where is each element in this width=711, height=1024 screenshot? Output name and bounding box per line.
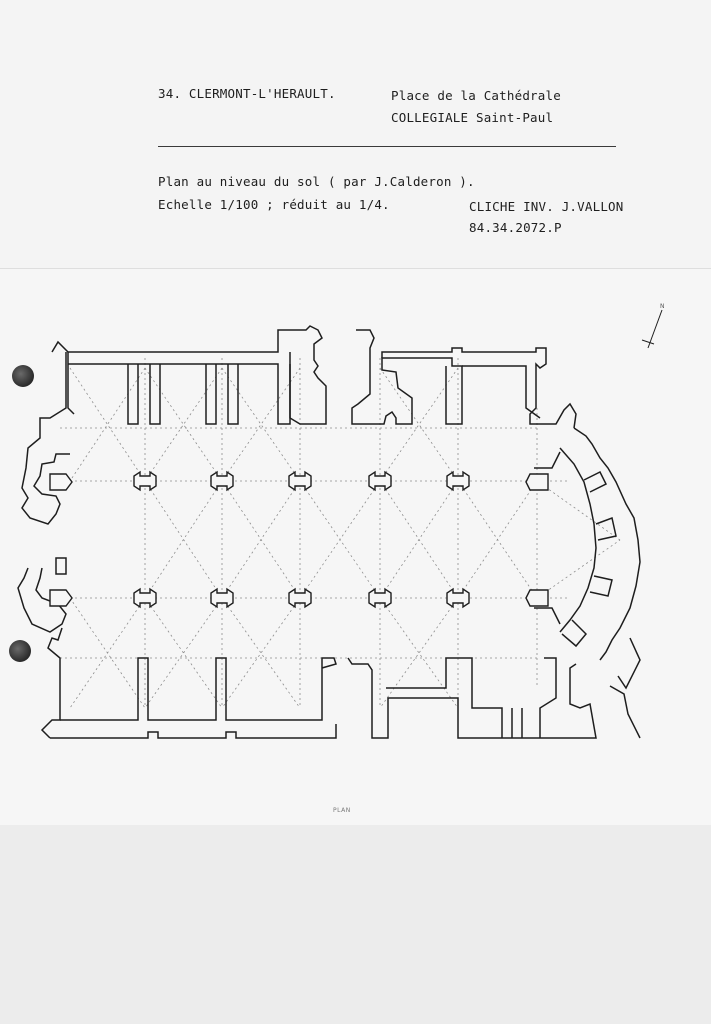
photo-credit: CLICHE INV. J.VALLON (469, 199, 624, 214)
floor-plan-drawing: N (17, 303, 665, 739)
wall-outlines (17, 325, 641, 739)
location-label: 34. CLERMONT-L'HERAULT. (158, 86, 336, 101)
header-divider (158, 146, 616, 147)
north-arrow (641, 309, 663, 349)
north-arrow-label: N (660, 303, 665, 310)
piers (49, 470, 549, 609)
address-label: Place de la Cathédrale (391, 88, 561, 103)
punch-hole-bottom (9, 640, 31, 662)
plan-panel (0, 268, 711, 826)
photo-number: 84.34.2072.P (469, 220, 562, 235)
plan-description: Plan au niveau du sol ( par J.Calderon )… (158, 174, 475, 189)
punch-hole-top (12, 365, 34, 387)
header-panel: 34. CLERMONT-L'HERAULT. Place de la Cath… (0, 0, 711, 268)
vault-lines (60, 358, 621, 709)
building-label: COLLEGIALE Saint-Paul (391, 110, 554, 125)
scale-description: Echelle 1/100 ; réduit au 1/4. (158, 197, 390, 212)
plan-caption: PLAN (333, 807, 351, 814)
lower-blank-panel (0, 825, 711, 1024)
